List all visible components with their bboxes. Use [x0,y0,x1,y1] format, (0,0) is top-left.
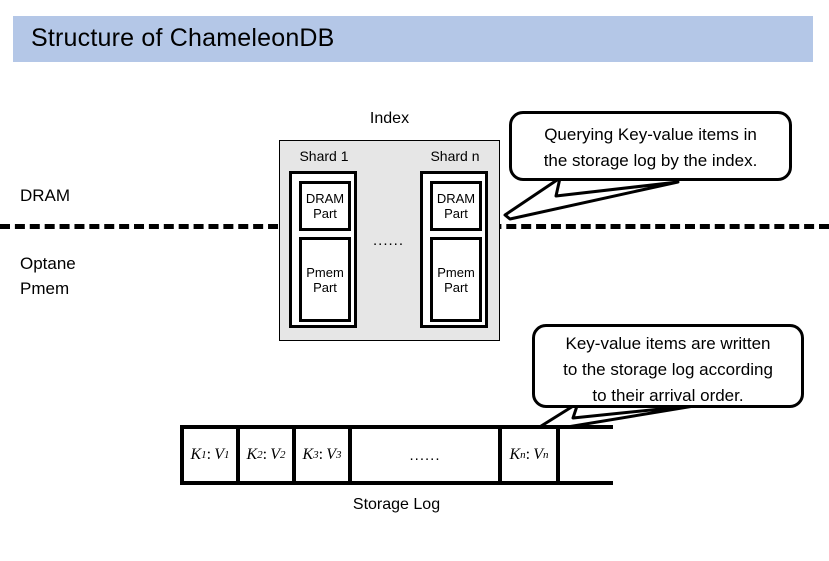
callout-query: Querying Key-value items in the storage … [509,111,792,181]
shard-n-pmem-part-text: Pmem Part [437,265,475,295]
shard-n-dram-part: DRAM Part [430,181,482,231]
shard-1-dram-part-line2: Part [313,206,337,221]
callout-query-line2: the storage log by the index. [543,151,758,170]
storage-log-bottom-border [180,481,613,485]
callout-write-line3: to their arrival order. [592,386,744,405]
title-bar [13,16,813,62]
shard-n-dram-part-line2: Part [444,206,468,221]
shard-1-dram-part: DRAM Part [299,181,351,231]
storage-log-divider [348,429,352,481]
callout-query-tail [503,176,680,221]
storage-log-divider [236,429,240,481]
shard-n-pmem-part-line1: Pmem [437,264,475,280]
tier-label-optane-pmem: Optane Pmem [20,251,76,301]
storage-log-divider [498,429,502,481]
page-title: Structure of ChameleonDB [31,24,335,52]
shard-1-pmem-part-line1: Pmem [306,264,344,280]
callout-write: Key-value items are written to the stora… [532,324,804,408]
shard-ellipsis: ...... [372,232,404,249]
storage-log-top-border [180,425,613,429]
storage-log-divider [292,429,296,481]
shard-1-dram-part-text: DRAM Part [306,191,344,221]
index-label: Index [369,110,410,127]
storage-log-cell [560,429,633,481]
callout-query-line1: Querying Key-value items in [544,125,757,144]
shard-1-pmem-part: Pmem Part [299,237,351,322]
shard-n-dram-part-line1: DRAM [436,191,476,206]
tier-label-optane-line1: Optane [20,254,76,273]
shard-1-pmem-part-line2: Part [313,279,337,295]
tier-label-dram: DRAM [20,186,71,205]
shard-n-pmem-part-line2: Part [444,279,468,295]
shard-label-1: Shard 1 [299,148,349,164]
shard-1-pmem-part-text: Pmem Part [306,265,344,295]
shard-n-dram-part-text: DRAM Part [437,191,475,221]
callout-write-line1: Key-value items are written [565,334,771,353]
shard-box-1: DRAM Part Pmem Part [289,171,357,328]
shard-box-n: DRAM Part Pmem Part [420,171,488,328]
shard-1-dram-part-line1: DRAM [305,191,345,206]
storage-log-cell: ...... [352,429,498,481]
storage-log-ellipsis: ...... [409,446,441,464]
shard-label-n: Shard n [430,148,480,164]
storage-log-caption: Storage Log [352,496,441,513]
shard-n-pmem-part: Pmem Part [430,237,482,322]
storage-log-divider [556,429,560,481]
callout-write-line2: to the storage log according [563,360,773,379]
tier-label-optane-line2: Pmem [20,279,70,298]
storage-log-divider [180,429,184,481]
